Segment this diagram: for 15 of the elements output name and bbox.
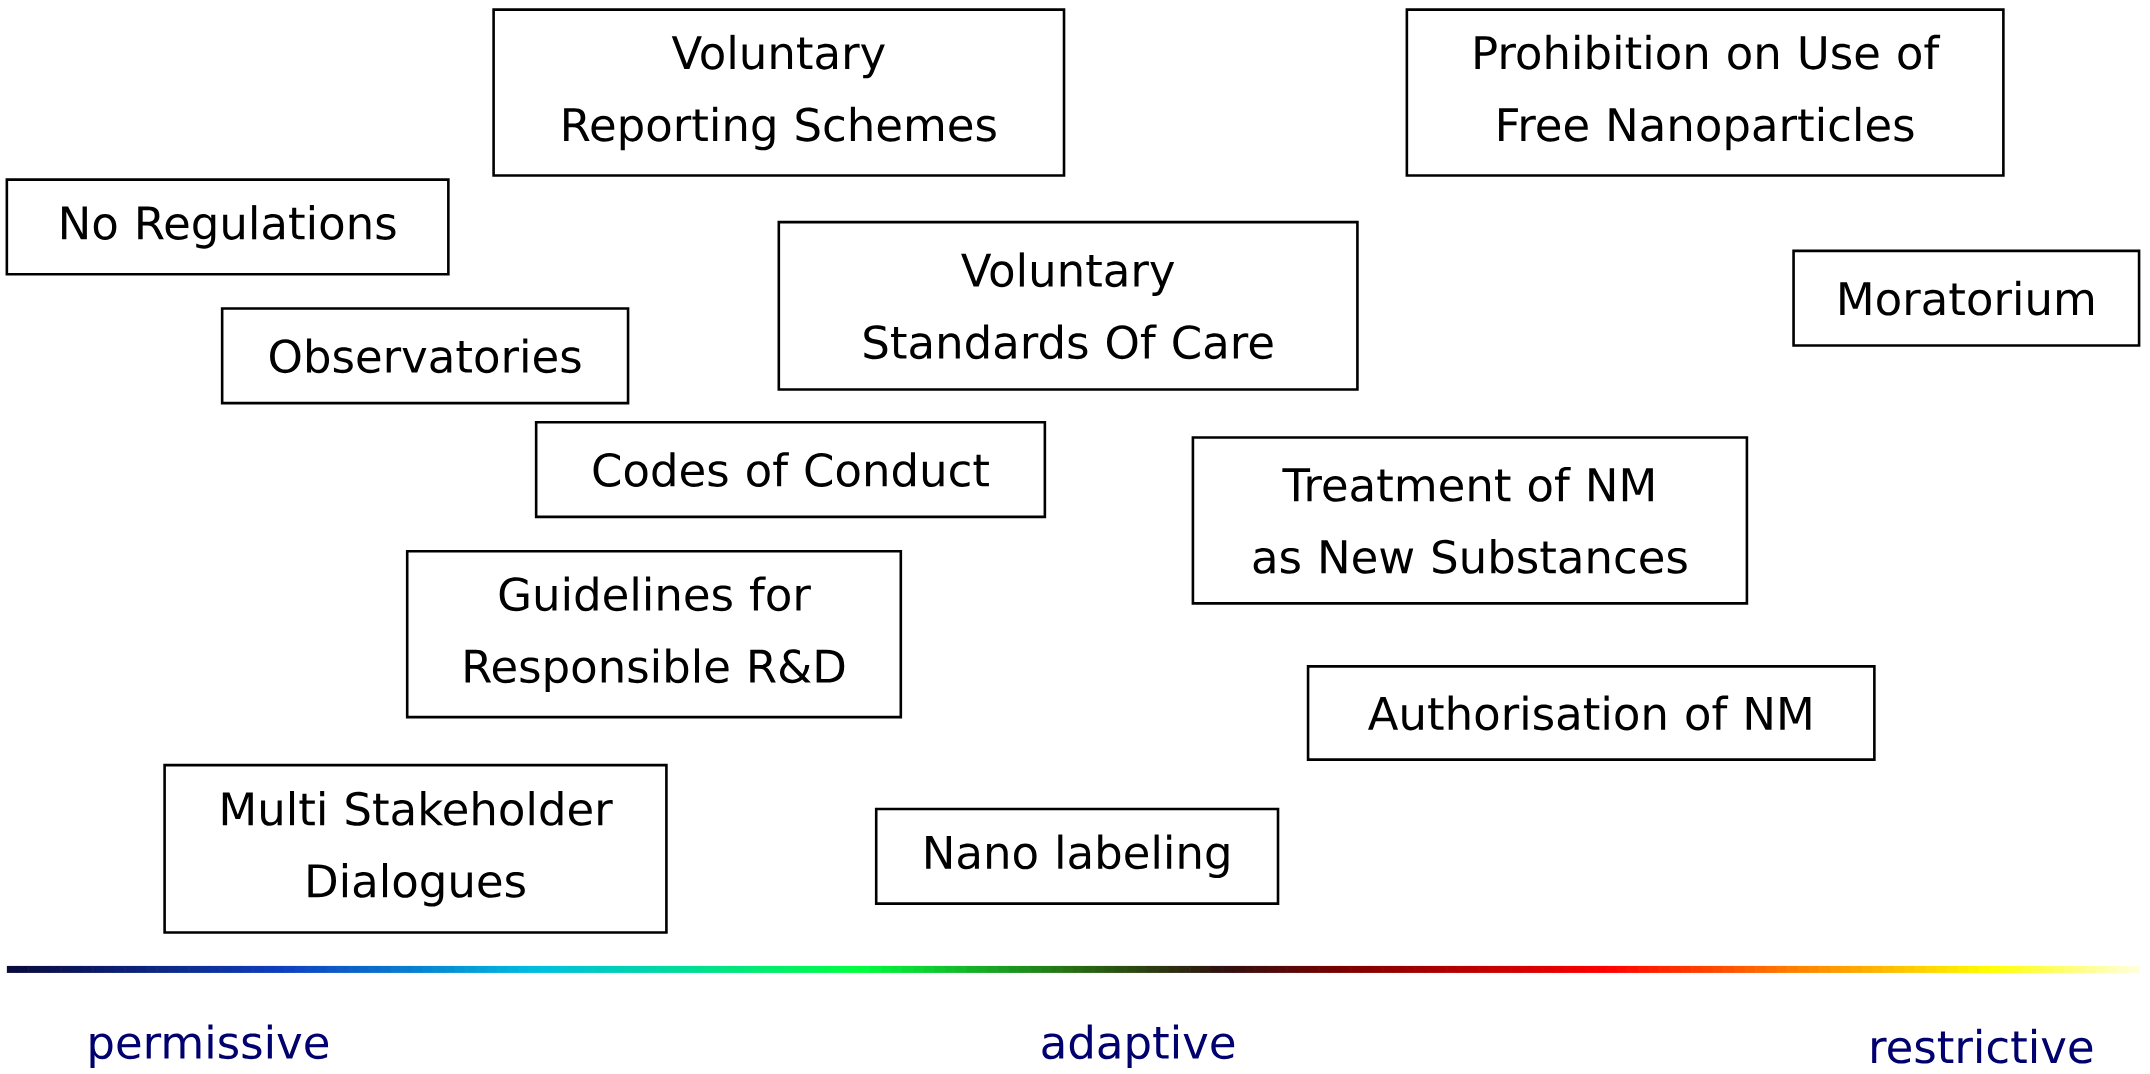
label-box: Treatment of NM as New Substances <box>1191 436 1749 605</box>
scale-label: restrictive <box>1872 1028 2093 1064</box>
label-box: Guidelines for Responsible R&D <box>405 549 903 719</box>
label-box: Voluntary Reporting Schemes <box>492 8 1066 177</box>
scale-label: adaptive <box>1042 1024 1235 1068</box>
label-box: Moratorium <box>1792 249 2141 347</box>
label-box: Nano labeling <box>874 807 1280 905</box>
label-box: Authorisation of NM <box>1306 665 1876 761</box>
label-box: Voluntary Standards Of Care <box>777 220 1359 391</box>
label-box: Observatories <box>220 307 630 405</box>
scale-label: permissive <box>90 1024 329 1068</box>
label-box: No Regulations <box>5 178 450 276</box>
label-box: Multi Stakeholder Dialogues <box>163 763 668 934</box>
label-box: Prohibition on Use of Free Nanoparticles <box>1405 8 2005 177</box>
label-box: Codes of Conduct <box>534 421 1047 519</box>
